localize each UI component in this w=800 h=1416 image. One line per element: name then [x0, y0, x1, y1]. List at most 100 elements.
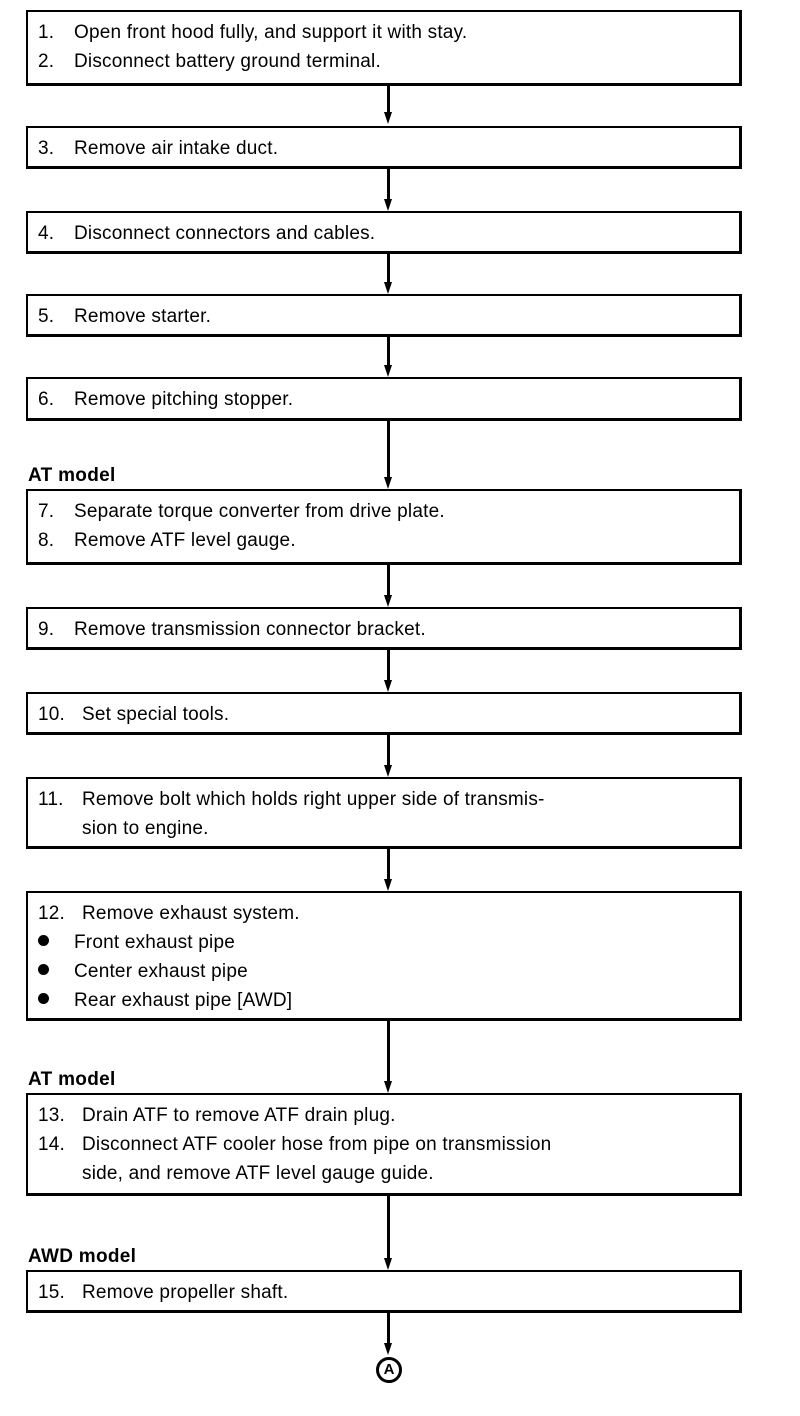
connector-arrow	[384, 735, 393, 777]
step-text: Remove air intake duct.	[74, 138, 279, 159]
terminator-label: A	[383, 1361, 395, 1378]
connector-arrow	[384, 254, 393, 294]
step-line: 2.Disconnect battery ground terminal.	[38, 47, 729, 76]
step-line: 3. Remove air intake duct.	[38, 134, 729, 163]
connector-arrow	[384, 1313, 393, 1355]
arrow-shaft	[387, 169, 390, 199]
arrow-shaft	[387, 1313, 390, 1343]
step-number: 11.	[38, 789, 64, 810]
flow-step-box-4: 5.Remove starter.	[26, 294, 742, 337]
step-number: 5.	[38, 306, 55, 327]
step-text: Remove ATF level gauge.	[74, 530, 296, 551]
flow-step-box-5: 6. Remove pitching stopper.	[26, 377, 742, 421]
connector-arrow	[384, 169, 393, 211]
step-line-continuation: sion to engine.	[38, 814, 729, 843]
step-number: 4.	[38, 223, 55, 244]
arrow-shaft	[387, 650, 390, 680]
arrow-head-icon	[384, 1081, 392, 1093]
arrow-head-icon	[384, 680, 392, 692]
step-number: 12.	[38, 903, 66, 924]
step-text: Remove exhaust system.	[82, 903, 300, 924]
arrow-shaft	[387, 1196, 390, 1258]
connector-arrow	[384, 1021, 393, 1093]
flow-step-box-8: 10. Set special tools.	[26, 692, 742, 735]
step-line: 10. Set special tools.	[38, 700, 729, 729]
step-line-continuation: side, and remove ATF level gauge guide.	[38, 1159, 729, 1188]
arrow-head-icon	[384, 1343, 392, 1355]
step-line: 14. Disconnect ATF cooler hose from pipe …	[38, 1130, 729, 1159]
step-text: Disconnect ATF cooler hose from pipe on …	[82, 1134, 552, 1155]
step-text: Remove pitching stopper.	[74, 389, 294, 410]
arrow-head-icon	[384, 879, 392, 891]
step-line: 13. Drain ATF to remove ATF drain plug.	[38, 1101, 729, 1130]
connector-arrow	[384, 565, 393, 607]
step-number: 10.	[38, 704, 66, 725]
connector-arrow	[384, 337, 393, 377]
bullet-text: Rear exhaust pipe [AWD]	[74, 990, 293, 1011]
model-label-at-2: AT model	[28, 1069, 116, 1090]
step-text: Remove propeller shaft.	[82, 1282, 289, 1303]
model-label-awd: AWD model	[28, 1246, 137, 1267]
flow-step-box-10: 12. Remove exhaust system. Front exhaust …	[26, 891, 742, 1021]
bullet-item: Rear exhaust pipe [AWD]	[38, 986, 729, 1015]
arrow-shaft	[387, 849, 390, 879]
flow-step-box-11: 13. Drain ATF to remove ATF drain plug. 1…	[26, 1093, 742, 1196]
flow-step-box-2: 3. Remove air intake duct.	[26, 126, 742, 169]
arrow-head-icon	[384, 199, 392, 211]
connector-arrow	[384, 650, 393, 692]
step-line: 15. Remove propeller shaft.	[38, 1278, 729, 1307]
arrow-head-icon	[384, 282, 392, 294]
arrow-head-icon	[384, 595, 392, 607]
step-text: side, and remove ATF level gauge guide.	[82, 1163, 434, 1184]
model-label-at-1: AT model	[28, 465, 116, 486]
arrow-shaft	[387, 254, 390, 282]
step-line: 7.Separate torque converter from drive p…	[38, 497, 729, 526]
arrow-head-icon	[384, 112, 392, 124]
step-number: 8.	[38, 530, 55, 551]
step-text: Drain ATF to remove ATF drain plug.	[82, 1105, 396, 1126]
step-text: Separate torque converter from drive pla…	[74, 501, 445, 522]
arrow-shaft	[387, 1021, 390, 1081]
arrow-shaft	[387, 337, 390, 365]
bullet-dot-icon	[38, 928, 74, 957]
arrow-head-icon	[384, 365, 392, 377]
step-line: 4. Disconnect connectors and cables.	[38, 219, 729, 248]
step-number: 1.	[38, 22, 55, 43]
connector-arrow	[384, 421, 393, 489]
flow-step-box-12: 15. Remove propeller shaft.	[26, 1270, 742, 1313]
step-number: 9.	[38, 619, 55, 640]
step-text: Remove bolt which holds right upper side…	[82, 789, 545, 810]
connector-arrow	[384, 1196, 393, 1270]
step-line: 8. Remove ATF level gauge.	[38, 526, 729, 555]
flow-step-box-1: 1. Open front hood fully, and support it …	[26, 10, 742, 86]
flow-step-box-6: 7.Separate torque converter from drive p…	[26, 489, 742, 565]
step-line: 9.Remove transmission connector bracket.	[38, 615, 729, 644]
step-line: 11. Remove bolt which holds right upper s…	[38, 785, 729, 814]
step-number: 3.	[38, 138, 55, 159]
arrow-head-icon	[384, 477, 392, 489]
connector-arrow	[384, 86, 393, 124]
flow-terminator-circle-a: A	[376, 1357, 402, 1383]
arrow-shaft	[387, 421, 390, 477]
step-line: 6. Remove pitching stopper.	[38, 385, 729, 414]
bullet-dot-icon	[38, 986, 74, 1015]
flow-step-box-3: 4. Disconnect connectors and cables.	[26, 211, 742, 254]
step-number: 6.	[38, 389, 55, 410]
step-line: 1. Open front hood fully, and support it …	[38, 18, 729, 47]
step-number: 13.	[38, 1105, 66, 1126]
bullet-item: Center exhaust pipe	[38, 957, 729, 986]
bullet-text: Center exhaust pipe	[74, 961, 248, 982]
flow-step-box-7: 9.Remove transmission connector bracket.	[26, 607, 742, 650]
arrow-shaft	[387, 86, 390, 112]
step-text: Disconnect battery ground terminal.	[74, 51, 381, 72]
step-text: Set special tools.	[82, 704, 230, 725]
bullet-text: Front exhaust pipe	[74, 932, 235, 953]
arrow-head-icon	[384, 765, 392, 777]
step-number: 14.	[38, 1134, 66, 1155]
arrow-shaft	[387, 735, 390, 765]
step-text: Open front hood fully, and support it wi…	[74, 22, 468, 43]
step-text: Disconnect connectors and cables.	[74, 223, 376, 244]
step-number: 15.	[38, 1282, 66, 1303]
connector-arrow	[384, 849, 393, 891]
